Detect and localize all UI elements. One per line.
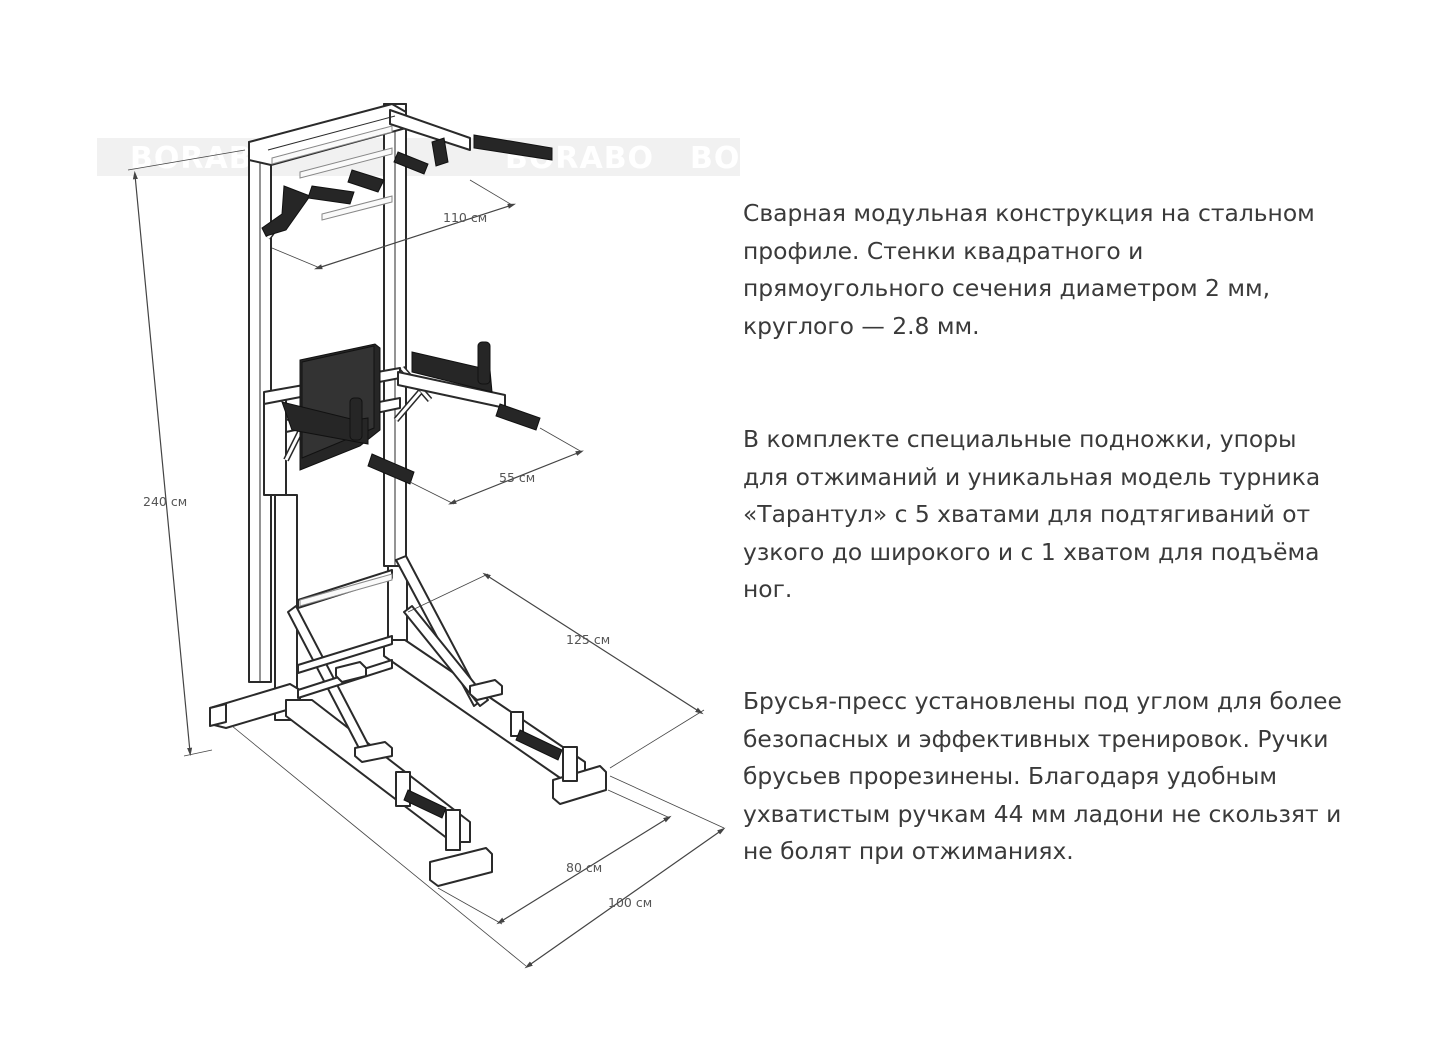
pullup-grip xyxy=(307,185,355,205)
description-dip-bars: Брусья-пресс установлены под углом для б… xyxy=(743,687,1342,865)
pullup-grip xyxy=(347,169,385,193)
arm-pad xyxy=(281,401,369,445)
description-kit: В комплекте специальные подножки, упоры … xyxy=(743,425,1321,603)
dim-label-top-width: 110 см xyxy=(443,210,487,225)
tower-frame xyxy=(209,103,607,887)
press-handle xyxy=(403,789,447,819)
power-tower-diagram: BORABO BORABO BORABO xyxy=(97,103,740,969)
dip-grip xyxy=(477,341,491,385)
pullup-grip xyxy=(431,137,449,167)
dip-grip xyxy=(349,397,363,441)
dim-label-inner-width: 80 см xyxy=(566,860,602,875)
dip-grip xyxy=(495,403,541,431)
dim-label-dip-length: 55 см xyxy=(499,470,535,485)
dim-label-outer-width: 100 см xyxy=(608,895,652,910)
armrest-pad xyxy=(411,351,493,393)
dim-label-height: 240 см xyxy=(143,494,187,509)
dip-grip xyxy=(367,453,415,485)
pads-and-grips xyxy=(261,134,563,819)
dimension-lines xyxy=(127,149,726,969)
description-construction: Сварная модульная конструкция на стально… xyxy=(743,199,1315,340)
watermark-text: BORABO xyxy=(690,141,740,176)
pullup-grip xyxy=(393,151,429,175)
pullup-grip xyxy=(473,134,553,161)
dimension-labels: 110 см 55 см 240 см 125 см 80 см 100 см xyxy=(143,210,652,910)
press-handle xyxy=(515,729,563,761)
dim-label-depth: 125 см xyxy=(566,632,610,647)
